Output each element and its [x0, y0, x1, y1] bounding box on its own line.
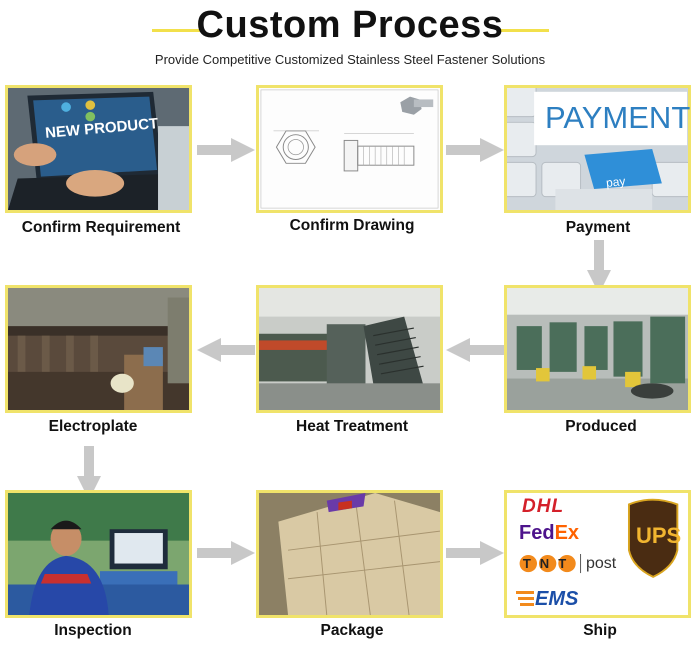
- step-image-ship: [504, 490, 691, 618]
- step-label-payment: Payment: [565, 219, 631, 236]
- payment-screen-text: PAYMENT: [545, 100, 691, 135]
- tnt-logo: TNT: [522, 556, 576, 571]
- page-title: Custom Process: [196, 4, 504, 46]
- page-subtitle: Provide Competitive Customized Stainless…: [154, 52, 546, 67]
- header: Custom Process Provide Competitive Custo…: [0, 0, 700, 72]
- dhl-logo: DHL: [522, 496, 565, 517]
- title-left-line: [152, 29, 204, 32]
- ems-logo: EMS: [535, 588, 579, 610]
- step-label-ship: Ship: [583, 622, 617, 639]
- step-label-electroplate: Electroplate: [48, 418, 138, 435]
- arrow-right-4: [446, 541, 504, 565]
- step-image-produced: [504, 285, 691, 413]
- ups-logo: UPS: [636, 523, 682, 548]
- ems-stripes-icon: [516, 591, 534, 606]
- arrow-right-3: [197, 541, 255, 565]
- step-image-electroplate: [5, 285, 192, 413]
- step-label-confirm-requirement: Confirm Requirement: [21, 219, 181, 236]
- fedex-logo: FedEx: [519, 522, 580, 544]
- arrow-right-1: [197, 138, 255, 162]
- step-image-inspection: [5, 490, 192, 618]
- arrow-down-2: [77, 446, 101, 500]
- step-label-package: Package: [320, 622, 384, 639]
- arrow-left-2: [197, 338, 255, 362]
- step-image-heat-treatment: [256, 285, 443, 413]
- step-label-inspection: Inspection: [54, 622, 132, 639]
- post-logo-text: post: [586, 555, 617, 572]
- arrow-down-1: [587, 240, 611, 294]
- step-label-produced: Produced: [565, 418, 637, 435]
- arrow-right-2: [446, 138, 504, 162]
- title-right-line: [497, 29, 549, 32]
- step-image-confirm-requirement: [5, 85, 192, 213]
- step-label-heat-treatment: Heat Treatment: [296, 418, 408, 435]
- pay-key-text: pay: [605, 174, 627, 190]
- step-label-confirm-drawing: Confirm Drawing: [289, 217, 415, 234]
- step-image-package: [256, 490, 443, 618]
- step-image-confirm-drawing: [256, 85, 443, 213]
- arrow-left-1: [446, 338, 504, 362]
- step-image-payment: [504, 85, 691, 213]
